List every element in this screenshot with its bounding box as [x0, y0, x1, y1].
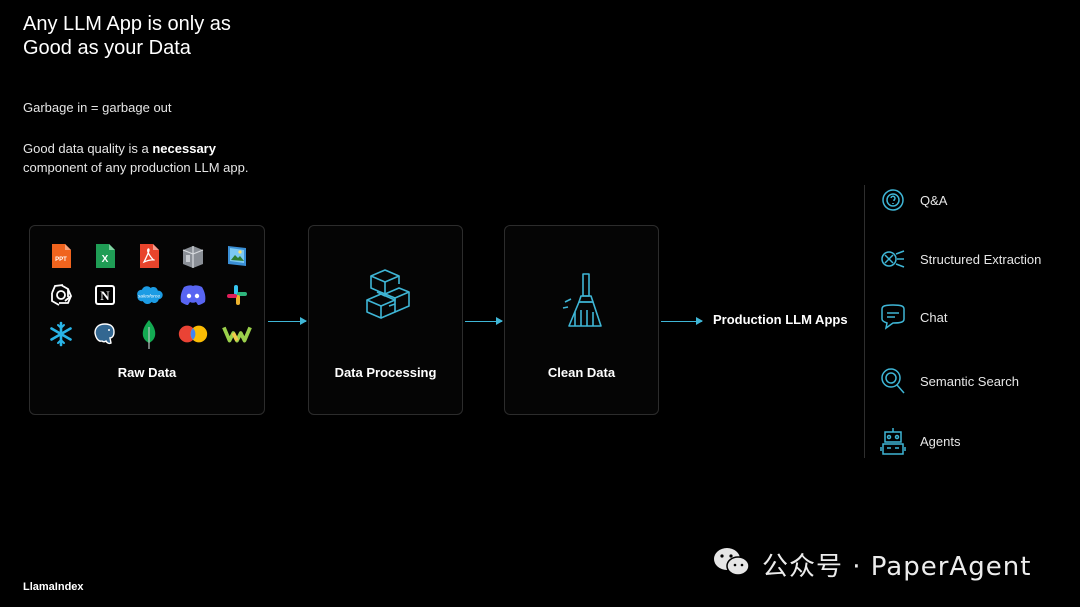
mongodb-icon [134, 320, 164, 349]
use-case-qa: Q&A [878, 185, 947, 215]
wechat-icon [712, 546, 752, 583]
use-case-structured-extraction: Structured Extraction [878, 244, 1041, 274]
subtitle-quality: Good data quality is a necessary compone… [23, 139, 248, 177]
page-title: Any LLM App is only as Good as your Data [23, 12, 231, 60]
watermark-text: 公众号 · PaperAgent [762, 552, 1032, 582]
snowflake-icon [46, 320, 76, 348]
use-case-label: Chat [920, 309, 948, 325]
subtitle-quality-pre: Good data quality is a [23, 141, 153, 156]
clean-data-label: Clean Data [547, 365, 616, 380]
image-icon [222, 242, 252, 270]
arrow-raw-to-processing [268, 317, 307, 325]
discord-icon [178, 281, 208, 309]
raw-data-label: Raw Data [117, 365, 177, 380]
use-case-label: Agents [920, 433, 961, 449]
use-case-agents: Agents [878, 426, 960, 456]
use-case-label: Q&A [920, 192, 948, 208]
raw-source-grid: PPT X N salesforce [46, 242, 252, 349]
title-line-2: Good as your Data [23, 37, 191, 59]
use-case-divider [864, 185, 865, 458]
use-case-label: Structured Extraction [920, 251, 1042, 267]
search-icon [878, 366, 908, 396]
use-case-semantic-search: Semantic Search [878, 366, 1019, 396]
web-icon [178, 242, 208, 270]
svg-text:PPT: PPT [55, 257, 67, 263]
arrow-processing-to-clean [465, 317, 503, 325]
postgres-icon [90, 320, 120, 348]
notion-icon: N [90, 281, 120, 309]
extraction-icon [878, 244, 908, 274]
subtitle-quality-bold: necessary [152, 141, 216, 156]
chat-icon [878, 302, 908, 332]
llamaindex-logo: LlamaIndex [23, 581, 84, 593]
svg-text:X: X [102, 254, 109, 265]
slack-icon [222, 281, 252, 309]
watermark: 公众号 · PaperAgent [712, 546, 1031, 583]
salesforce-icon: salesforce [134, 281, 164, 309]
data-processing-label: Data Processing [334, 365, 437, 380]
agents-icon [878, 426, 908, 456]
subtitle-quality-post: component of any production LLM app. [23, 160, 249, 175]
openai-icon [46, 281, 76, 309]
use-case-chat: Chat [878, 302, 947, 332]
looker-icon [178, 320, 208, 348]
data-processing-box: Data Processing [308, 225, 463, 415]
qa-icon [878, 185, 908, 215]
cube-link-icon [359, 268, 415, 328]
broom-icon [559, 272, 607, 330]
subtitle-garbage: Garbage in = garbage out [23, 100, 172, 115]
clean-data-box: Clean Data [504, 225, 659, 415]
svg-text:salesforce: salesforce [138, 294, 160, 300]
title-line-1: Any LLM App is only as [23, 13, 231, 35]
pdf-icon [134, 242, 164, 270]
raw-data-box: PPT X N salesforce [29, 225, 265, 415]
arrow-clean-to-production [661, 317, 703, 325]
weaviate-icon [222, 320, 252, 348]
excel-icon: X [90, 242, 120, 270]
use-case-label: Semantic Search [920, 373, 1019, 389]
ppt-icon: PPT [46, 242, 76, 270]
production-llm-apps-label: Production LLM Apps [713, 312, 848, 327]
svg-text:N: N [100, 288, 110, 303]
